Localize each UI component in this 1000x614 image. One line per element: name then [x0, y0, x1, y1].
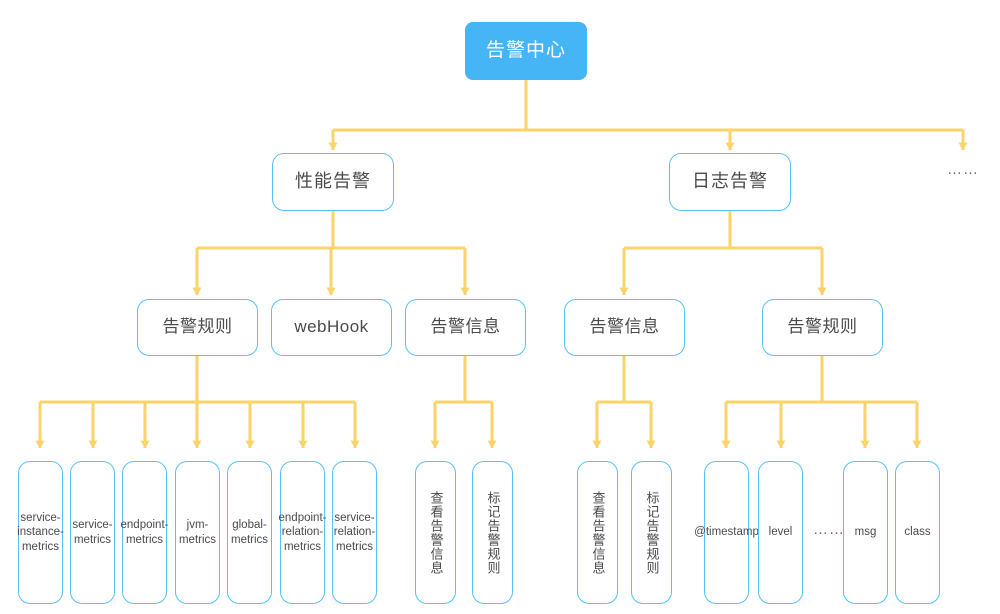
leaf-service-metrics[interactable]: service-metrics	[70, 461, 115, 604]
leaf-endpoint-metrics[interactable]: endpoint-metrics	[120, 461, 169, 604]
leaf-perf-mark-alarm-rule[interactable]: 标记告警规则	[472, 461, 513, 604]
leaf-log-mark-alarm-rule-label: 标记告警规则	[644, 490, 660, 575]
node-log-alarm-label: 日志告警	[692, 171, 768, 192]
leaf-perf-view-alarm-info-label: 查看告警信息	[428, 490, 444, 575]
leaf-log-view-alarm-info-label: 查看告警信息	[590, 490, 606, 575]
node-log-alarm-info-label: 告警信息	[589, 317, 660, 337]
leaf-global-metrics-label: global-metrics	[230, 519, 269, 546]
leaf-level[interactable]: level	[758, 461, 803, 604]
leaf-level-label: level	[768, 526, 793, 539]
leaf-global-metrics[interactable]: global-metrics	[227, 461, 272, 604]
node-performance-alarm[interactable]: 性能告警	[272, 153, 394, 211]
leaf-log-view-alarm-info[interactable]: 查看告警信息	[577, 461, 618, 604]
leaf-class-label: class	[904, 526, 931, 539]
leaf-timestamp[interactable]: @timestamp	[694, 461, 759, 604]
leaf-endpoint-metrics-label: endpoint-metrics	[120, 519, 169, 546]
node-perf-alarm-rules-label: 告警规则	[162, 317, 233, 337]
leaf-msg[interactable]: msg	[843, 461, 888, 604]
node-performance-alarm-label: 性能告警	[295, 171, 371, 192]
leaf-service-relation-metrics[interactable]: service-relation-metrics	[332, 461, 377, 604]
leaf-log-mark-alarm-rule[interactable]: 标记告警规则	[631, 461, 672, 604]
node-alarm-center-label: 告警中心	[485, 40, 566, 62]
leaf-perf-view-alarm-info[interactable]: 查看告警信息	[415, 461, 456, 604]
leaf-jvm-metrics-label: jvm-metrics	[178, 519, 217, 546]
node-log-alarm-info[interactable]: 告警信息	[564, 299, 685, 356]
leaf-jvm-metrics[interactable]: jvm-metrics	[175, 461, 220, 604]
node-more-alarm-types-ellipsis: ……	[933, 155, 993, 183]
node-log-alarm-rules-label: 告警规则	[787, 317, 858, 337]
leaf-endpoint-relation-metrics-label: endpoint-relation-metrics	[278, 512, 327, 553]
node-log-alarm-rules[interactable]: 告警规则	[762, 299, 883, 356]
leaf-endpoint-relation-metrics[interactable]: endpoint-relation-metrics	[278, 461, 327, 604]
node-perf-webhook[interactable]: webHook	[271, 299, 392, 356]
node-alarm-center[interactable]: 告警中心	[465, 22, 587, 80]
leaf-msg-label: msg	[854, 526, 877, 539]
leaf-service-relation-metrics-label: service-relation-metrics	[333, 512, 376, 553]
leaf-perf-mark-alarm-rule-label: 标记告警规则	[485, 490, 501, 575]
leaf-service-instance-metrics[interactable]: service-instance-metrics	[17, 461, 64, 604]
node-perf-alarm-rules[interactable]: 告警规则	[137, 299, 258, 356]
node-more-alarm-types-label: ……	[947, 160, 979, 178]
node-perf-alarm-info-label: 告警信息	[430, 317, 501, 337]
node-log-alarm[interactable]: 日志告警	[669, 153, 791, 211]
leaf-service-metrics-label: service-metrics	[72, 519, 113, 546]
leaf-log-fields-ellipsis-label: ……	[813, 520, 845, 538]
leaf-service-instance-metrics-label: service-instance-metrics	[17, 512, 64, 553]
leaf-timestamp-label: @timestamp	[694, 526, 759, 539]
node-perf-webhook-label: webHook	[294, 317, 369, 337]
leaf-class[interactable]: class	[895, 461, 940, 604]
leaf-log-fields-ellipsis: ……	[805, 515, 853, 543]
node-perf-alarm-info[interactable]: 告警信息	[405, 299, 526, 356]
